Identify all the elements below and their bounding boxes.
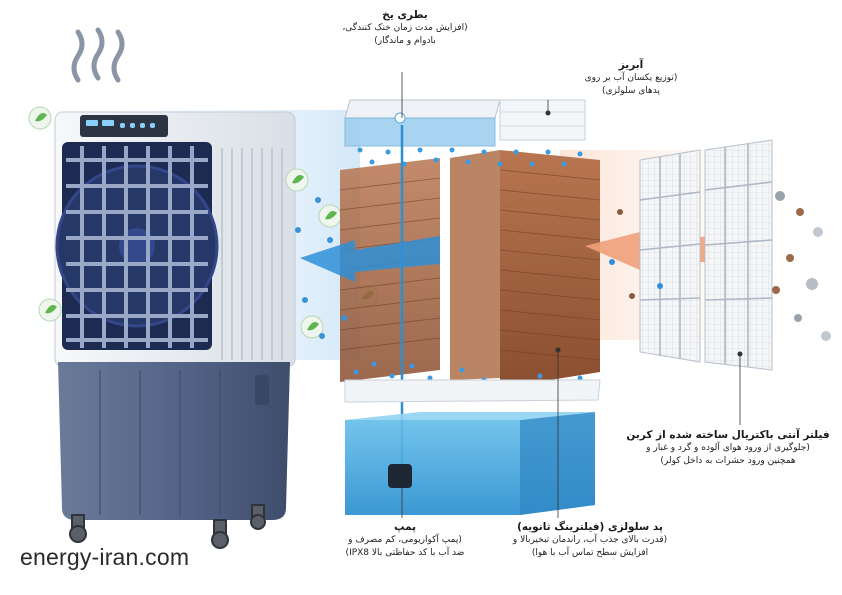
water-tank	[344, 379, 601, 515]
filter-desc-1: (جلوگیری از ورود هوای آلوده و گرد و غبار…	[646, 443, 810, 453]
cellulose-pad-desc-1: (قدرت بالای جذب آب، راندمان تبخیربالا و	[512, 535, 668, 545]
cool-air-dots	[295, 197, 347, 339]
steam-icon	[71, 27, 125, 83]
cellulose-pad-desc-2: افزایش سطح تماس آب با هوا)	[531, 548, 649, 558]
sprinkler-desc-1: (توزیع یکسان آب بر روی	[584, 73, 678, 83]
cellulose-pad-title: پد سلولزی (فیلترینگ ثانویه)	[517, 521, 663, 533]
cool-air-arrow	[300, 236, 440, 282]
ice-bottle-desc-1: (افزایش مدت زمان خنک کنندگی،	[342, 23, 468, 33]
air-cooler	[28, 106, 379, 549]
wheels	[69, 504, 266, 549]
dust-particles	[609, 191, 831, 341]
filter-desc-2: همچنین ورود حشرات به داخل کولر)	[660, 456, 796, 466]
pump	[388, 464, 412, 488]
cellulose-pad	[339, 150, 601, 388]
cellulose-pad-label: پد سلولزی (فیلترینگ ثانویه) (قدرت بالای …	[490, 520, 690, 560]
pump-title: پمپ	[393, 521, 417, 533]
ice-bottle-desc-2: بادوام و ماندگار)	[374, 36, 436, 46]
sprinkler-desc-2: پدهای سلولزی)	[601, 86, 661, 96]
sprinkler-title: آبریز	[618, 59, 644, 71]
sprinkler-label: آبریز (توزیع یکسان آب بر روی پدهای سلولز…	[566, 58, 696, 98]
filter-title: فیلتر آنتی باکتریال ساخته شده از کربن	[626, 429, 830, 441]
filter-label: فیلتر آنتی باکتریال ساخته شده از کربن (ج…	[620, 428, 836, 468]
ice-bottle-title: بطری یخ	[382, 9, 428, 21]
pump-desc-1: (پمپ آکواریومی، کم مصرف و	[348, 535, 462, 545]
brand-url[interactable]: energy-iran.com	[20, 544, 190, 570]
water-distributor	[344, 99, 586, 147]
ice-bottle-label: بطری یخ (افزایش مدت زمان خنک کنندگی، باد…	[320, 8, 490, 48]
pump-desc-2: ضد آب با کد حفاظتی بالا IPX8)	[345, 548, 465, 558]
pump-label: پمپ (پمپ آکواریومی، کم مصرف و ضد آب با ک…	[330, 520, 480, 560]
leader-lines	[401, 72, 741, 518]
carbon-filter	[639, 139, 773, 371]
cooler-base	[58, 362, 290, 520]
